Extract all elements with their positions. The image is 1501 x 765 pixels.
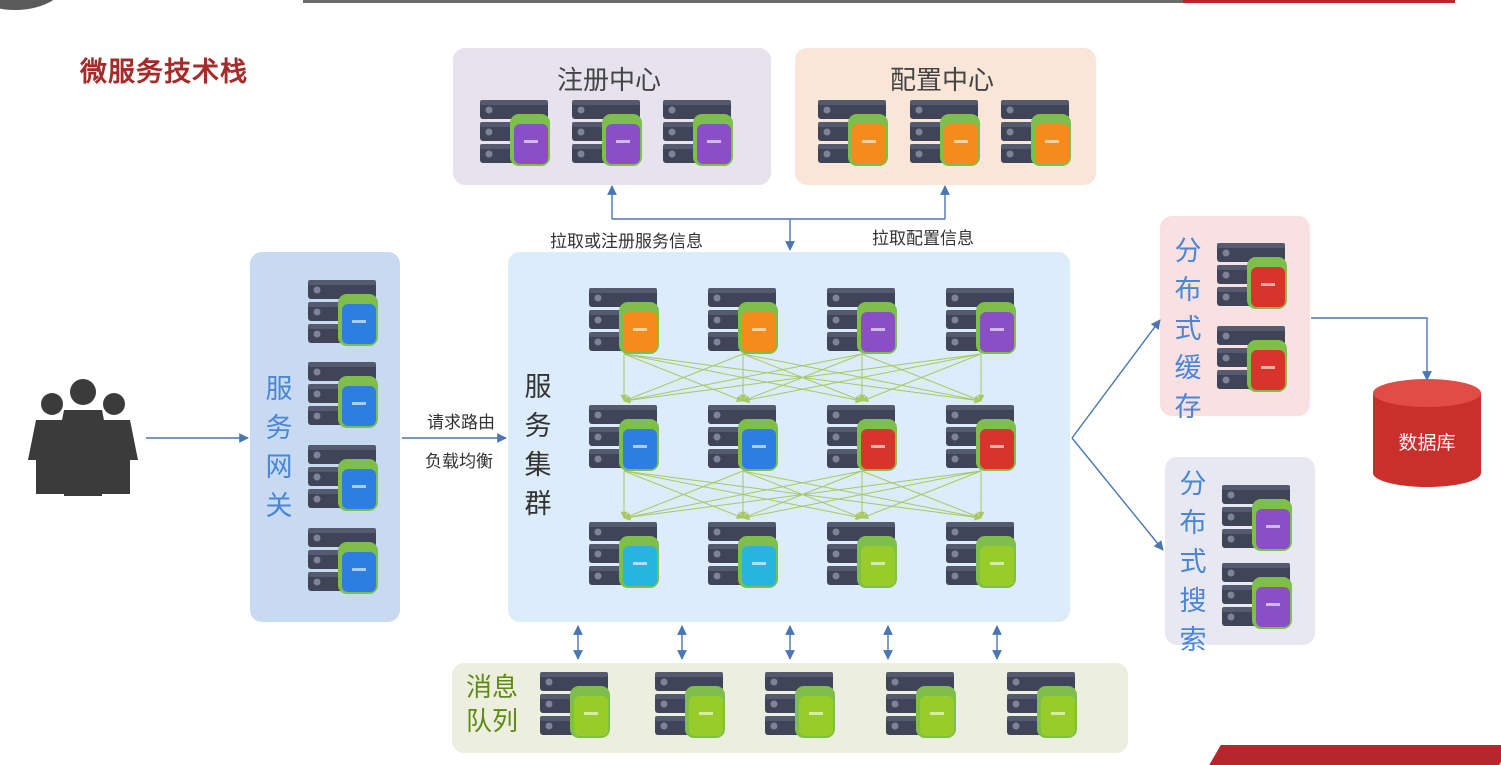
gateway-server: [308, 280, 378, 346]
search-title-char: 分: [1179, 469, 1207, 500]
database-label: 数据库: [1398, 432, 1456, 454]
registry-server: [480, 100, 550, 166]
cache-title-char: 布: [1174, 275, 1202, 306]
mq-title-line: 队列: [466, 707, 519, 737]
fan-line: [861, 353, 982, 402]
cluster-server: [946, 522, 1016, 588]
search-title-char: 式: [1179, 547, 1207, 578]
cache-title-char: 分: [1174, 236, 1202, 267]
fan-line: [861, 470, 982, 519]
cluster-title-char: 群: [524, 489, 552, 520]
cache-to-database-arrow: [1311, 317, 1432, 381]
cluster-server: [946, 288, 1016, 354]
cluster-server: [589, 288, 659, 354]
gateway-title-char: 服: [265, 374, 293, 405]
cache-server: [1217, 326, 1287, 392]
cluster-server: [827, 405, 897, 471]
cache-title-char: 式: [1174, 314, 1202, 345]
cluster-server: [708, 522, 778, 588]
fan-line: [623, 353, 863, 404]
servers: [308, 100, 1292, 738]
gateway-title: 服 务 网 关: [263, 370, 295, 526]
cluster-server: [946, 405, 1016, 471]
config-server: [818, 100, 888, 166]
gateway-title-char: 关: [265, 491, 293, 522]
to-cache-arrow: [1071, 319, 1161, 439]
fan-line: [623, 470, 744, 519]
corner-logo-shape: [0, 0, 70, 10]
cluster-server: [708, 405, 778, 471]
to-search-arrow: [1071, 437, 1164, 551]
cluster-server: [708, 288, 778, 354]
cache-title-char: 存: [1174, 392, 1202, 423]
cluster-title: 服 务 集 群: [522, 368, 554, 524]
footer-ribbon: [1209, 745, 1501, 765]
registry-server: [663, 100, 733, 166]
fan-connections: [620, 353, 985, 521]
gateway-server: [308, 362, 378, 428]
cluster-title-char: 服: [524, 372, 552, 403]
mq-server: [655, 672, 725, 738]
mq-server: [765, 672, 835, 738]
cache-title-char: 缓: [1174, 353, 1202, 384]
pull-register-label: 拉取或注册服务信息: [550, 232, 703, 252]
mq-server: [1007, 672, 1077, 738]
request-routing-label: 请求路由: [427, 413, 495, 433]
fan-line: [623, 470, 982, 521]
search-title-char: 搜: [1179, 586, 1207, 617]
fan-line: [623, 470, 863, 521]
users-icon: [28, 379, 138, 496]
config-title: 配置中心: [890, 66, 995, 96]
config-server: [910, 100, 980, 166]
mq-server: [540, 672, 610, 738]
gateway-server: [308, 528, 378, 594]
search-server: [1222, 563, 1292, 629]
registry-title: 注册中心: [557, 66, 662, 96]
cluster-server: [589, 405, 659, 471]
config-server: [1001, 100, 1071, 166]
search-title-char: 布: [1179, 508, 1207, 539]
gateway-title-char: 务: [265, 413, 293, 444]
cache-server: [1217, 243, 1287, 309]
registry-server: [572, 100, 642, 166]
cluster-server: [589, 522, 659, 588]
fan-line: [742, 353, 982, 404]
search-title: 分 布 式 搜 索: [1177, 465, 1209, 660]
database-icon: [1373, 379, 1481, 487]
fan-line: [742, 470, 982, 521]
cluster-server: [827, 522, 897, 588]
fan-line: [623, 353, 982, 404]
load-balancing-label: 负载均衡: [425, 452, 493, 472]
search-title-char: 索: [1179, 625, 1207, 656]
mq-title-line: 消息: [466, 673, 519, 703]
pull-config-label: 拉取配置信息: [872, 229, 974, 249]
cluster-title-char: 集: [524, 450, 552, 481]
cluster-title-char: 务: [524, 411, 552, 442]
gateway-title-char: 网: [265, 452, 293, 483]
header-rule-accent: [1183, 0, 1455, 3]
flow-arrows: [146, 185, 1432, 660]
cache-title: 分 布 式 缓 存: [1172, 232, 1204, 427]
mq-title: 消息 队列: [466, 671, 518, 739]
page-title: 微服务技术栈: [80, 57, 248, 88]
header-rule: [303, 0, 1183, 3]
fan-line: [623, 353, 744, 402]
search-server: [1222, 485, 1292, 551]
mq-server: [886, 672, 956, 738]
gateway-server: [308, 445, 378, 511]
cluster-server: [827, 288, 897, 354]
